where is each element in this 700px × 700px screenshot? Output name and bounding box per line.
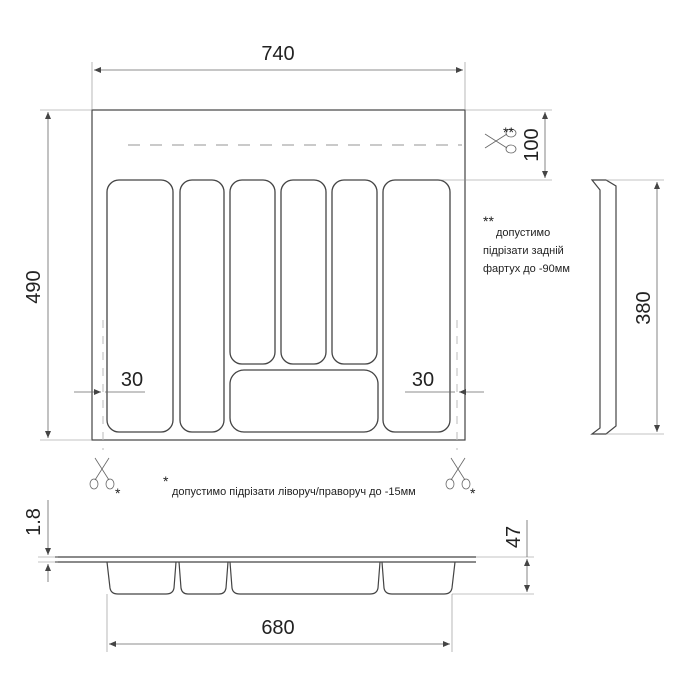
dim-490-label: 490 — [23, 270, 45, 303]
tray-outline — [91, 109, 466, 441]
compartment-bottom-wide — [229, 369, 379, 433]
dim-30-right-label: 30 — [412, 369, 434, 391]
front-cell-2 — [178, 561, 229, 595]
dim-740-label: 740 — [261, 43, 294, 65]
scissors-top — [484, 128, 517, 154]
front-profile — [55, 556, 476, 595]
compartments — [106, 179, 451, 433]
scissors-icon — [89, 457, 115, 490]
note-side-trim: допустимо підрізати ліворуч/праворуч до … — [172, 486, 416, 498]
scissors-icon — [484, 128, 517, 154]
scissors-right — [445, 457, 471, 490]
scissors-right-mark: * — [470, 485, 476, 501]
scissors-icon — [445, 457, 471, 490]
compartment-2 — [179, 179, 225, 433]
dim-100-label: 100 — [521, 128, 543, 161]
compartment-5 — [331, 179, 378, 365]
compartment-right — [382, 179, 451, 433]
dim-1-8-label: 1.8 — [23, 508, 45, 536]
note-double-star: ** — [483, 213, 494, 229]
scissors-top-mark: ** — [503, 124, 514, 140]
dim-380-label: 380 — [633, 291, 655, 324]
compartment-left — [106, 179, 174, 433]
compartment-4 — [280, 179, 327, 365]
front-cell-1 — [106, 561, 177, 595]
dim-680-label: 680 — [261, 617, 294, 639]
dim-47-label: 47 — [503, 526, 525, 548]
compartment-3 — [229, 179, 276, 365]
side-profile — [590, 179, 617, 435]
note-back-trim-1: допустимо — [496, 227, 550, 239]
front-cell-4 — [381, 561, 456, 595]
dim-30-left-label: 30 — [121, 369, 143, 391]
scissors-left-mark: * — [115, 485, 121, 501]
note-single-star: * — [163, 473, 169, 489]
note-back-trim-3: фартух до -90мм — [483, 263, 570, 275]
front-cell-3 — [229, 561, 381, 595]
scissors-left — [89, 457, 115, 490]
note-back-trim-2: підрізати задній — [483, 245, 564, 257]
